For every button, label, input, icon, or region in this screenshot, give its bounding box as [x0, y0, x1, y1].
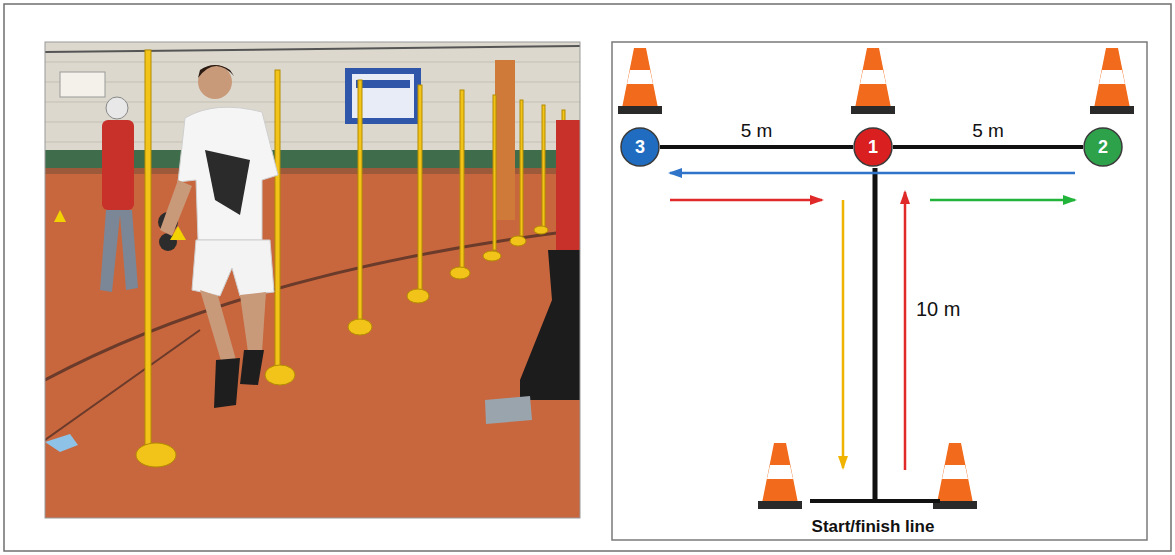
station-circle-shape [1084, 128, 1122, 166]
cone-symbol [618, 106, 662, 114]
station-circle-shape [621, 128, 659, 166]
run-arrow [670, 172, 1075, 175]
cone-symbol [860, 70, 886, 84]
photo-illustration [345, 68, 421, 124]
photo-illustration [240, 292, 266, 352]
run-arrow [930, 199, 1075, 202]
station-circle-shape [854, 128, 892, 166]
cone-symbol [767, 465, 793, 479]
photo-illustration [485, 396, 532, 424]
photo-illustration [54, 210, 66, 222]
cone-symbol [1090, 48, 1134, 114]
station-circle: 2 [1083, 127, 1123, 167]
cone-symbol [627, 70, 653, 84]
run-arrow [670, 199, 822, 202]
photo-illustration [102, 120, 134, 210]
photo-illustration [418, 85, 422, 290]
photo-illustration [356, 80, 410, 88]
photo-illustration [45, 42, 580, 518]
station-circle: 1 [853, 127, 893, 167]
distance-label: 10 m [916, 298, 960, 320]
cone-symbol [758, 501, 802, 509]
photo-illustration [136, 50, 568, 467]
photo-illustration [45, 42, 586, 518]
distance-line [893, 145, 1083, 149]
diagram-frame [612, 42, 1147, 540]
photo-illustration [520, 100, 523, 236]
photo-illustration [534, 226, 548, 234]
photo-illustration [192, 240, 274, 296]
photo-illustration [200, 290, 236, 364]
photo-illustration [45, 42, 580, 518]
cone-symbol [942, 465, 968, 479]
photo-illustration [510, 236, 526, 246]
start-line [810, 499, 940, 503]
photo-illustration [145, 50, 151, 445]
photo-illustration [136, 443, 176, 467]
photo-illustration [407, 289, 429, 303]
photo-illustration [106, 97, 128, 119]
station-number: 1 [868, 138, 878, 156]
photo-illustration [205, 150, 250, 215]
cone-symbol [937, 443, 973, 503]
photo-illustration [45, 46, 580, 52]
cone-symbol [851, 106, 895, 114]
outer-frame [4, 4, 1171, 551]
photo-illustration [460, 90, 464, 268]
distance-label: 5 m [741, 121, 773, 142]
distance-line [660, 145, 853, 149]
photo-illustration [275, 70, 280, 370]
cone-symbol [855, 48, 891, 108]
photo-illustration [45, 330, 200, 440]
cone-symbol [762, 443, 798, 503]
photo-illustration [45, 42, 580, 518]
photo-illustration [198, 65, 234, 78]
cone-symbol [851, 48, 895, 114]
photo-illustration [542, 105, 545, 229]
photo-illustration [358, 80, 362, 320]
station-number: 3 [635, 138, 645, 156]
photo-illustration [450, 267, 470, 279]
photo-illustration [556, 120, 580, 250]
distance-label: 5 m [972, 121, 1004, 142]
photo-illustration [495, 60, 515, 220]
cone-symbol [758, 443, 802, 509]
run-arrow [904, 192, 907, 470]
cone-symbol [1090, 106, 1134, 114]
distance-line [873, 168, 878, 501]
photo-illustration [520, 250, 580, 400]
photo-illustration [100, 210, 138, 292]
line-label: Start/finish line [812, 518, 935, 537]
photo-illustration [348, 319, 372, 335]
cone-symbol [622, 48, 658, 108]
photo-illustration [60, 72, 105, 97]
station-number: 2 [1098, 138, 1108, 156]
cone-symbol [618, 48, 1134, 509]
photo-illustration [45, 434, 78, 452]
run-arrow [842, 200, 845, 468]
photo-illustration [240, 350, 264, 385]
photo-illustration [160, 180, 192, 236]
photo-illustration [178, 107, 278, 240]
photo-illustration [483, 251, 501, 261]
photo-illustration [214, 358, 240, 408]
cone-symbol [618, 48, 662, 114]
photo-illustration [493, 95, 496, 250]
photo-illustration [265, 365, 295, 385]
station-circle: 3 [620, 127, 660, 167]
cone-symbol [1099, 70, 1125, 84]
cone-symbol [1094, 48, 1130, 108]
